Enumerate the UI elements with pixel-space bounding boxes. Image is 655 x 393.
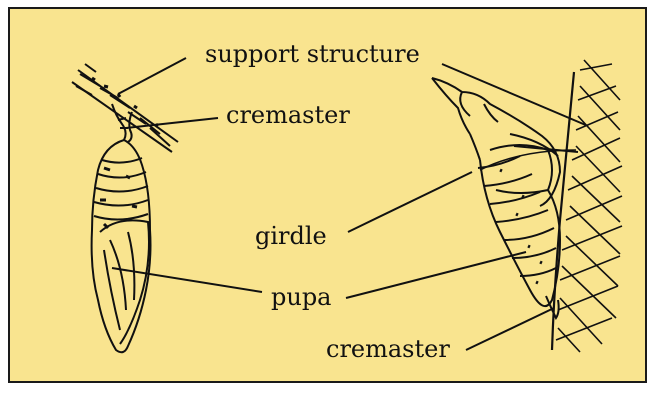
label-cremaster-bottom: cremaster xyxy=(326,337,450,361)
label-girdle: girdle xyxy=(255,224,327,248)
label-cremaster-top: cremaster xyxy=(226,103,350,127)
label-support-structure: support structure xyxy=(205,42,420,66)
label-pupa: pupa xyxy=(271,285,332,309)
